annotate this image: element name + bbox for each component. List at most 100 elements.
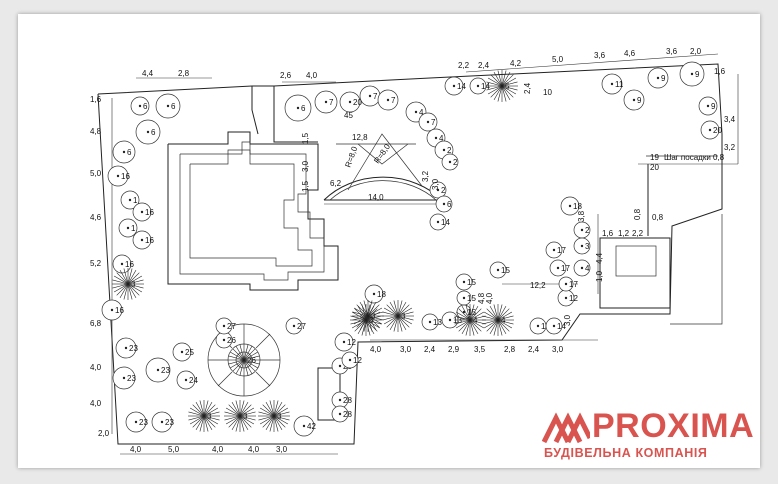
tree-center-dot — [180, 350, 184, 354]
dim-right-1: 1,6 — [714, 67, 726, 76]
brand-name: PROXIMA — [592, 407, 755, 445]
dim-misc-8: 3,0 — [301, 160, 310, 172]
conifer-icon — [188, 400, 220, 432]
tree-label: 17 — [557, 246, 566, 255]
dim-misc-18: 1,6 — [602, 229, 614, 238]
tree-label: 5 — [505, 82, 510, 91]
right-structure — [599, 164, 723, 325]
tree-center-dot — [222, 324, 226, 328]
terrace — [323, 133, 443, 201]
tree-center-dot — [706, 104, 710, 108]
planting-step-text: Шаг посадки 0,8 — [664, 153, 725, 162]
tree-label: 6 — [127, 148, 132, 157]
tree-label: 26 — [227, 336, 236, 345]
tree-center-dot — [462, 310, 466, 314]
brand-logo[interactable]: PROXIMA БУДІВЕЛЬНА КОМПАНІЯ — [542, 406, 762, 466]
dim-top-left-1: 4,4 — [142, 69, 154, 78]
tree-center-dot — [138, 104, 142, 108]
tree-center-dot — [448, 318, 452, 322]
tree-center-dot — [564, 296, 568, 300]
conifer-icon — [482, 304, 514, 336]
tree-label: 6 — [151, 128, 156, 137]
tree-label: 13 — [433, 318, 442, 327]
tree-center-dot — [324, 100, 328, 104]
dim-top-right-8: 2,0 — [690, 47, 702, 56]
tree-center-dot — [632, 98, 636, 102]
tree-label: 24 — [189, 376, 198, 385]
tree-center-dot — [610, 82, 614, 86]
tree-center-dot — [448, 160, 452, 164]
tree-center-dot — [222, 338, 226, 342]
tree-label: 23 — [161, 366, 170, 375]
tree-label: 4 — [585, 264, 590, 273]
conifer-icon — [224, 400, 256, 432]
tree-center-dot — [580, 244, 584, 248]
tree-label: 25 — [185, 348, 194, 357]
dim-br-5: 3,5 — [474, 345, 486, 354]
dim-misc-11: 3,0 — [431, 178, 440, 190]
tree-center-dot — [166, 104, 170, 108]
tree-label: 3 — [207, 412, 212, 421]
dim-top-right-6: 4,6 — [624, 49, 636, 58]
dim-left-3: 5,0 — [90, 169, 102, 178]
tree-center-dot — [342, 340, 346, 344]
tree-label: 17 — [561, 264, 570, 273]
dim-misc-24: 3,0 — [563, 314, 572, 326]
tree-center-dot — [302, 424, 306, 428]
tree-label: 7 — [329, 98, 334, 107]
tree-center-dot — [442, 202, 446, 206]
tree-label: 14 — [441, 218, 450, 227]
tree-label: 2 — [585, 226, 590, 235]
tree-center-dot — [338, 412, 342, 416]
dim-misc-1: 12,8 — [352, 133, 368, 142]
tree-label: 1 — [133, 196, 138, 205]
dim-top-mid-2: 4,0 — [306, 71, 318, 80]
tree-label: 14 — [557, 322, 566, 331]
tree-center-dot — [656, 76, 660, 80]
dim-misc-22: 4,8 — [477, 292, 486, 304]
tree-label: 12 — [347, 338, 356, 347]
tree-label: 16 — [125, 260, 134, 269]
tree-label: 14 — [457, 82, 466, 91]
tree-label: 2 — [453, 158, 458, 167]
tree-label: 9 — [661, 74, 666, 83]
tree-center-dot — [160, 420, 164, 424]
tree-label: 4 — [473, 316, 478, 325]
dim-top-mid-1: 2,6 — [280, 71, 292, 80]
tree-label: 7 — [391, 96, 396, 105]
tree-label-19: 19 — [650, 153, 659, 162]
tree-label: 11 — [615, 80, 624, 89]
tree-label: 3 — [277, 412, 282, 421]
tree-center-dot — [296, 106, 300, 110]
tree-center-dot — [140, 210, 144, 214]
dim-top-right-7: 3,6 — [666, 47, 678, 56]
tree-center-dot — [552, 324, 556, 328]
dim-right-2: 3,4 — [724, 115, 736, 124]
tree-center-dot — [122, 150, 126, 154]
tree-center-dot — [536, 324, 540, 328]
tree-label: 3 — [131, 280, 136, 289]
tree-center-dot — [122, 376, 126, 380]
tree-center-dot — [552, 248, 556, 252]
dimension-lines — [111, 53, 739, 455]
dim-top-right-3: 4,2 — [510, 59, 522, 68]
tree-center-dot — [338, 398, 342, 402]
tree-label: 26 — [247, 356, 256, 365]
tree-label: 4 — [439, 134, 444, 143]
tree-label: 16 — [121, 172, 130, 181]
tree-label: 15 — [467, 294, 476, 303]
conifer-symbols — [112, 70, 518, 432]
conifer-icon — [382, 300, 414, 332]
dim-top-right-5: 3,6 — [594, 51, 606, 60]
tree-center-dot — [462, 296, 466, 300]
tree-center-dot — [338, 364, 342, 368]
dim-br-8: 3,0 — [552, 345, 564, 354]
tree-center-dot — [442, 148, 446, 152]
tree-label: 12 — [353, 356, 362, 365]
dim-left-8: 4,0 — [90, 399, 102, 408]
tree-label: 6 — [301, 104, 306, 113]
tree-label: 15 — [501, 266, 510, 275]
tree-center-dot — [426, 120, 430, 124]
